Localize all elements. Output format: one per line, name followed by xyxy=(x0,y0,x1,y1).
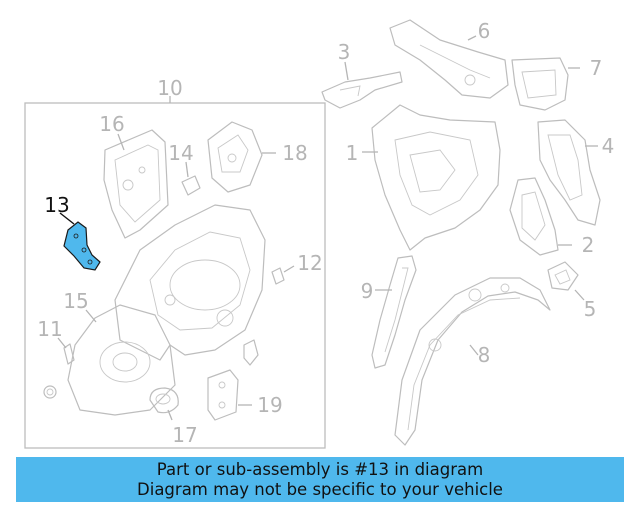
callout-8[interactable]: 8 xyxy=(478,343,491,367)
callout-1[interactable]: 1 xyxy=(346,141,359,165)
callout-11[interactable]: 11 xyxy=(37,317,62,341)
part-11[interactable]: 11 xyxy=(37,317,75,365)
part-4[interactable]: 4 xyxy=(537,119,615,226)
callout-15[interactable]: 15 xyxy=(63,289,88,313)
info-banner: Part or sub-assembly is #13 in diagram D… xyxy=(16,457,624,502)
part-17[interactable]: 17 xyxy=(149,387,198,447)
banner-line-2: Diagram may not be specific to your vehi… xyxy=(137,479,503,499)
callout-13[interactable]: 13 xyxy=(44,193,69,217)
part-15[interactable]: 15 xyxy=(63,289,176,416)
group-box-10 xyxy=(24,102,326,449)
part-6[interactable]: 6 xyxy=(389,19,509,99)
part-3[interactable]: 3 xyxy=(321,40,403,109)
callout-2[interactable]: 2 xyxy=(582,233,595,257)
callout-16[interactable]: 16 xyxy=(99,112,124,136)
callout-10[interactable]: 10 xyxy=(157,76,182,100)
callout-7[interactable]: 7 xyxy=(590,56,603,80)
part-9[interactable]: 9 xyxy=(361,255,417,369)
inner-panel-assembly xyxy=(114,204,266,361)
callout-14[interactable]: 14 xyxy=(168,141,193,165)
callout-18[interactable]: 18 xyxy=(282,141,307,165)
callout-6[interactable]: 6 xyxy=(478,19,491,43)
part-16[interactable]: 16 xyxy=(99,112,169,239)
part-12[interactable]: 12 xyxy=(271,251,323,285)
part-14[interactable]: 14 xyxy=(168,141,201,196)
part-7[interactable]: 7 xyxy=(511,56,603,111)
part-8[interactable]: 8 xyxy=(394,277,551,446)
part-18[interactable]: 18 xyxy=(207,121,308,193)
callout-19[interactable]: 19 xyxy=(257,393,282,417)
part-13[interactable]: 13 xyxy=(44,193,101,271)
small-bracket xyxy=(243,339,259,366)
callout-4[interactable]: 4 xyxy=(602,134,615,158)
callout-12[interactable]: 12 xyxy=(297,251,322,275)
part-5[interactable]: 5 xyxy=(547,261,597,321)
grommet xyxy=(43,385,57,399)
callout-17[interactable]: 17 xyxy=(172,423,197,447)
part-2[interactable]: 2 xyxy=(509,177,595,257)
parts-diagram: 10 16 14 18 13 xyxy=(24,19,615,449)
part-1[interactable]: 1 xyxy=(346,104,501,251)
part-19[interactable]: 19 xyxy=(207,369,283,421)
banner-line-1: Part or sub-assembly is #13 in diagram xyxy=(156,459,484,479)
callout-9[interactable]: 9 xyxy=(361,279,374,303)
callout-3[interactable]: 3 xyxy=(338,40,351,64)
callout-5[interactable]: 5 xyxy=(584,297,597,321)
